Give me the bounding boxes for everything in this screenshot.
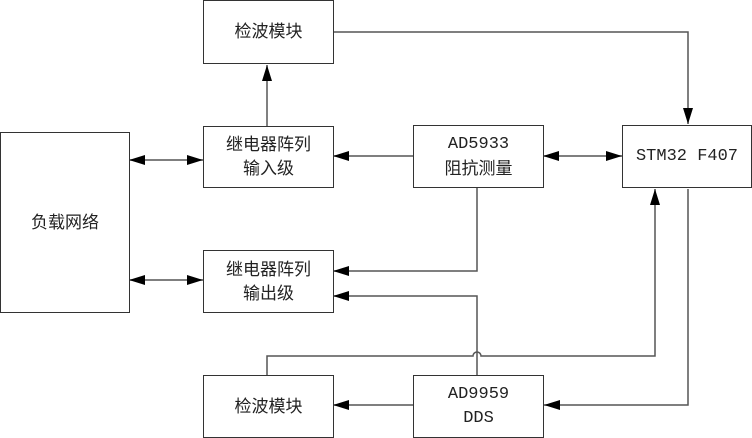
stm32-f407-controller: STM32 F407 <box>622 125 752 188</box>
detector-module-top-label: 检波模块 <box>234 22 303 42</box>
edge-stm32-to-ad9959 <box>544 189 689 410</box>
edge-detector-top-to-stm32 <box>333 31 693 124</box>
edge-ad9959-to-relay-output <box>333 291 478 375</box>
ad9959-label-line2: DDS <box>463 408 494 428</box>
relay-array-input-stage: 继电器阵列 输入级 <box>203 126 334 188</box>
detector-module-bottom-label: 检波模块 <box>234 396 303 417</box>
ad9959-label-line1: AD9959 <box>447 384 510 404</box>
load-network-label: 负载网络 <box>31 212 99 233</box>
edge-ad5933-to-relay-output <box>333 188 478 276</box>
stm32-label: STM32 F407 <box>635 146 739 166</box>
ad9959-dds: AD9959 DDS <box>413 375 544 438</box>
relay-output-label-line2: 输出级 <box>243 283 294 304</box>
relay-input-label-line2: 输入级 <box>243 159 294 179</box>
load-network: 负载网络 <box>0 132 130 313</box>
edge-detector-bottom-to-stm32 <box>266 189 660 375</box>
ad5933-label-line2: 阻抗测量 <box>444 158 513 179</box>
ad5933-impedance-measurement: AD5933 阻抗测量 <box>413 125 544 188</box>
relay-output-label-line1: 继电器阵列 <box>226 259 311 280</box>
detector-module-bottom: 检波模块 <box>203 375 334 438</box>
ad5933-label-line1: AD5933 <box>447 134 510 154</box>
relay-input-label-line1: 继电器阵列 <box>226 135 311 155</box>
relay-array-output-stage: 继电器阵列 输出级 <box>203 250 334 313</box>
detector-module-top: 检波模块 <box>203 0 334 64</box>
